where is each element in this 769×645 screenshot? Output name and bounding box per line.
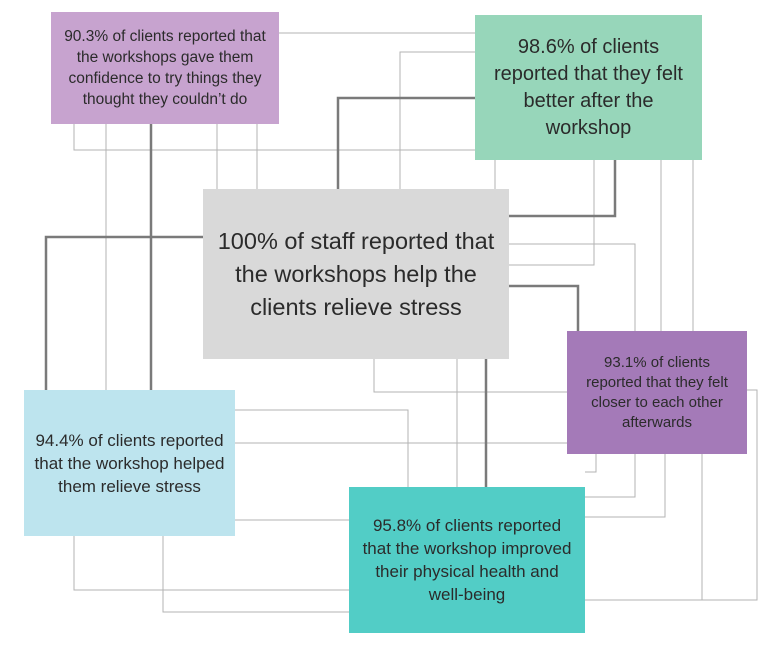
relieve-stress-stat-box: 94.4% of clients reported that the works…	[24, 390, 235, 536]
connector-line	[585, 454, 597, 473]
connector-line-strong	[509, 284, 580, 331]
relieve-stress-stat-text: 94.4% of clients reported that the works…	[34, 430, 225, 496]
confidence-stat-text: 90.3% of clients reported that the works…	[64, 28, 266, 108]
connector-line	[399, 51, 475, 189]
closer-stat-text: 93.1% of clients reported that they felt…	[586, 353, 728, 431]
felt-better-stat-text: 98.6% of clients reported that they felt…	[493, 35, 683, 139]
connector-line	[585, 389, 758, 601]
staff-stat-text: 100% of staff reported that the workshop…	[217, 227, 495, 320]
connector-line	[73, 124, 480, 151]
connector-line-strong	[336, 96, 475, 189]
connector-line	[162, 536, 349, 613]
connector-line-strong	[509, 160, 617, 218]
connector-line	[509, 160, 595, 266]
closer-stat-box: 93.1% of clients reported that they felt…	[567, 331, 747, 454]
connector-line	[373, 359, 567, 393]
staff-stat-box: 100% of staff reported that the workshop…	[203, 189, 509, 359]
connector-line	[235, 409, 409, 487]
confidence-stat-box: 90.3% of clients reported that the works…	[51, 12, 279, 124]
connector-line-strong	[44, 235, 203, 390]
physical-health-stat-text: 95.8% of clients reported that the works…	[362, 516, 572, 604]
felt-better-stat-box: 98.6% of clients reported that they felt…	[475, 15, 702, 160]
physical-health-stat-box: 95.8% of clients reported that the works…	[349, 487, 585, 633]
connector-line	[73, 536, 349, 591]
connector-line	[585, 454, 666, 518]
